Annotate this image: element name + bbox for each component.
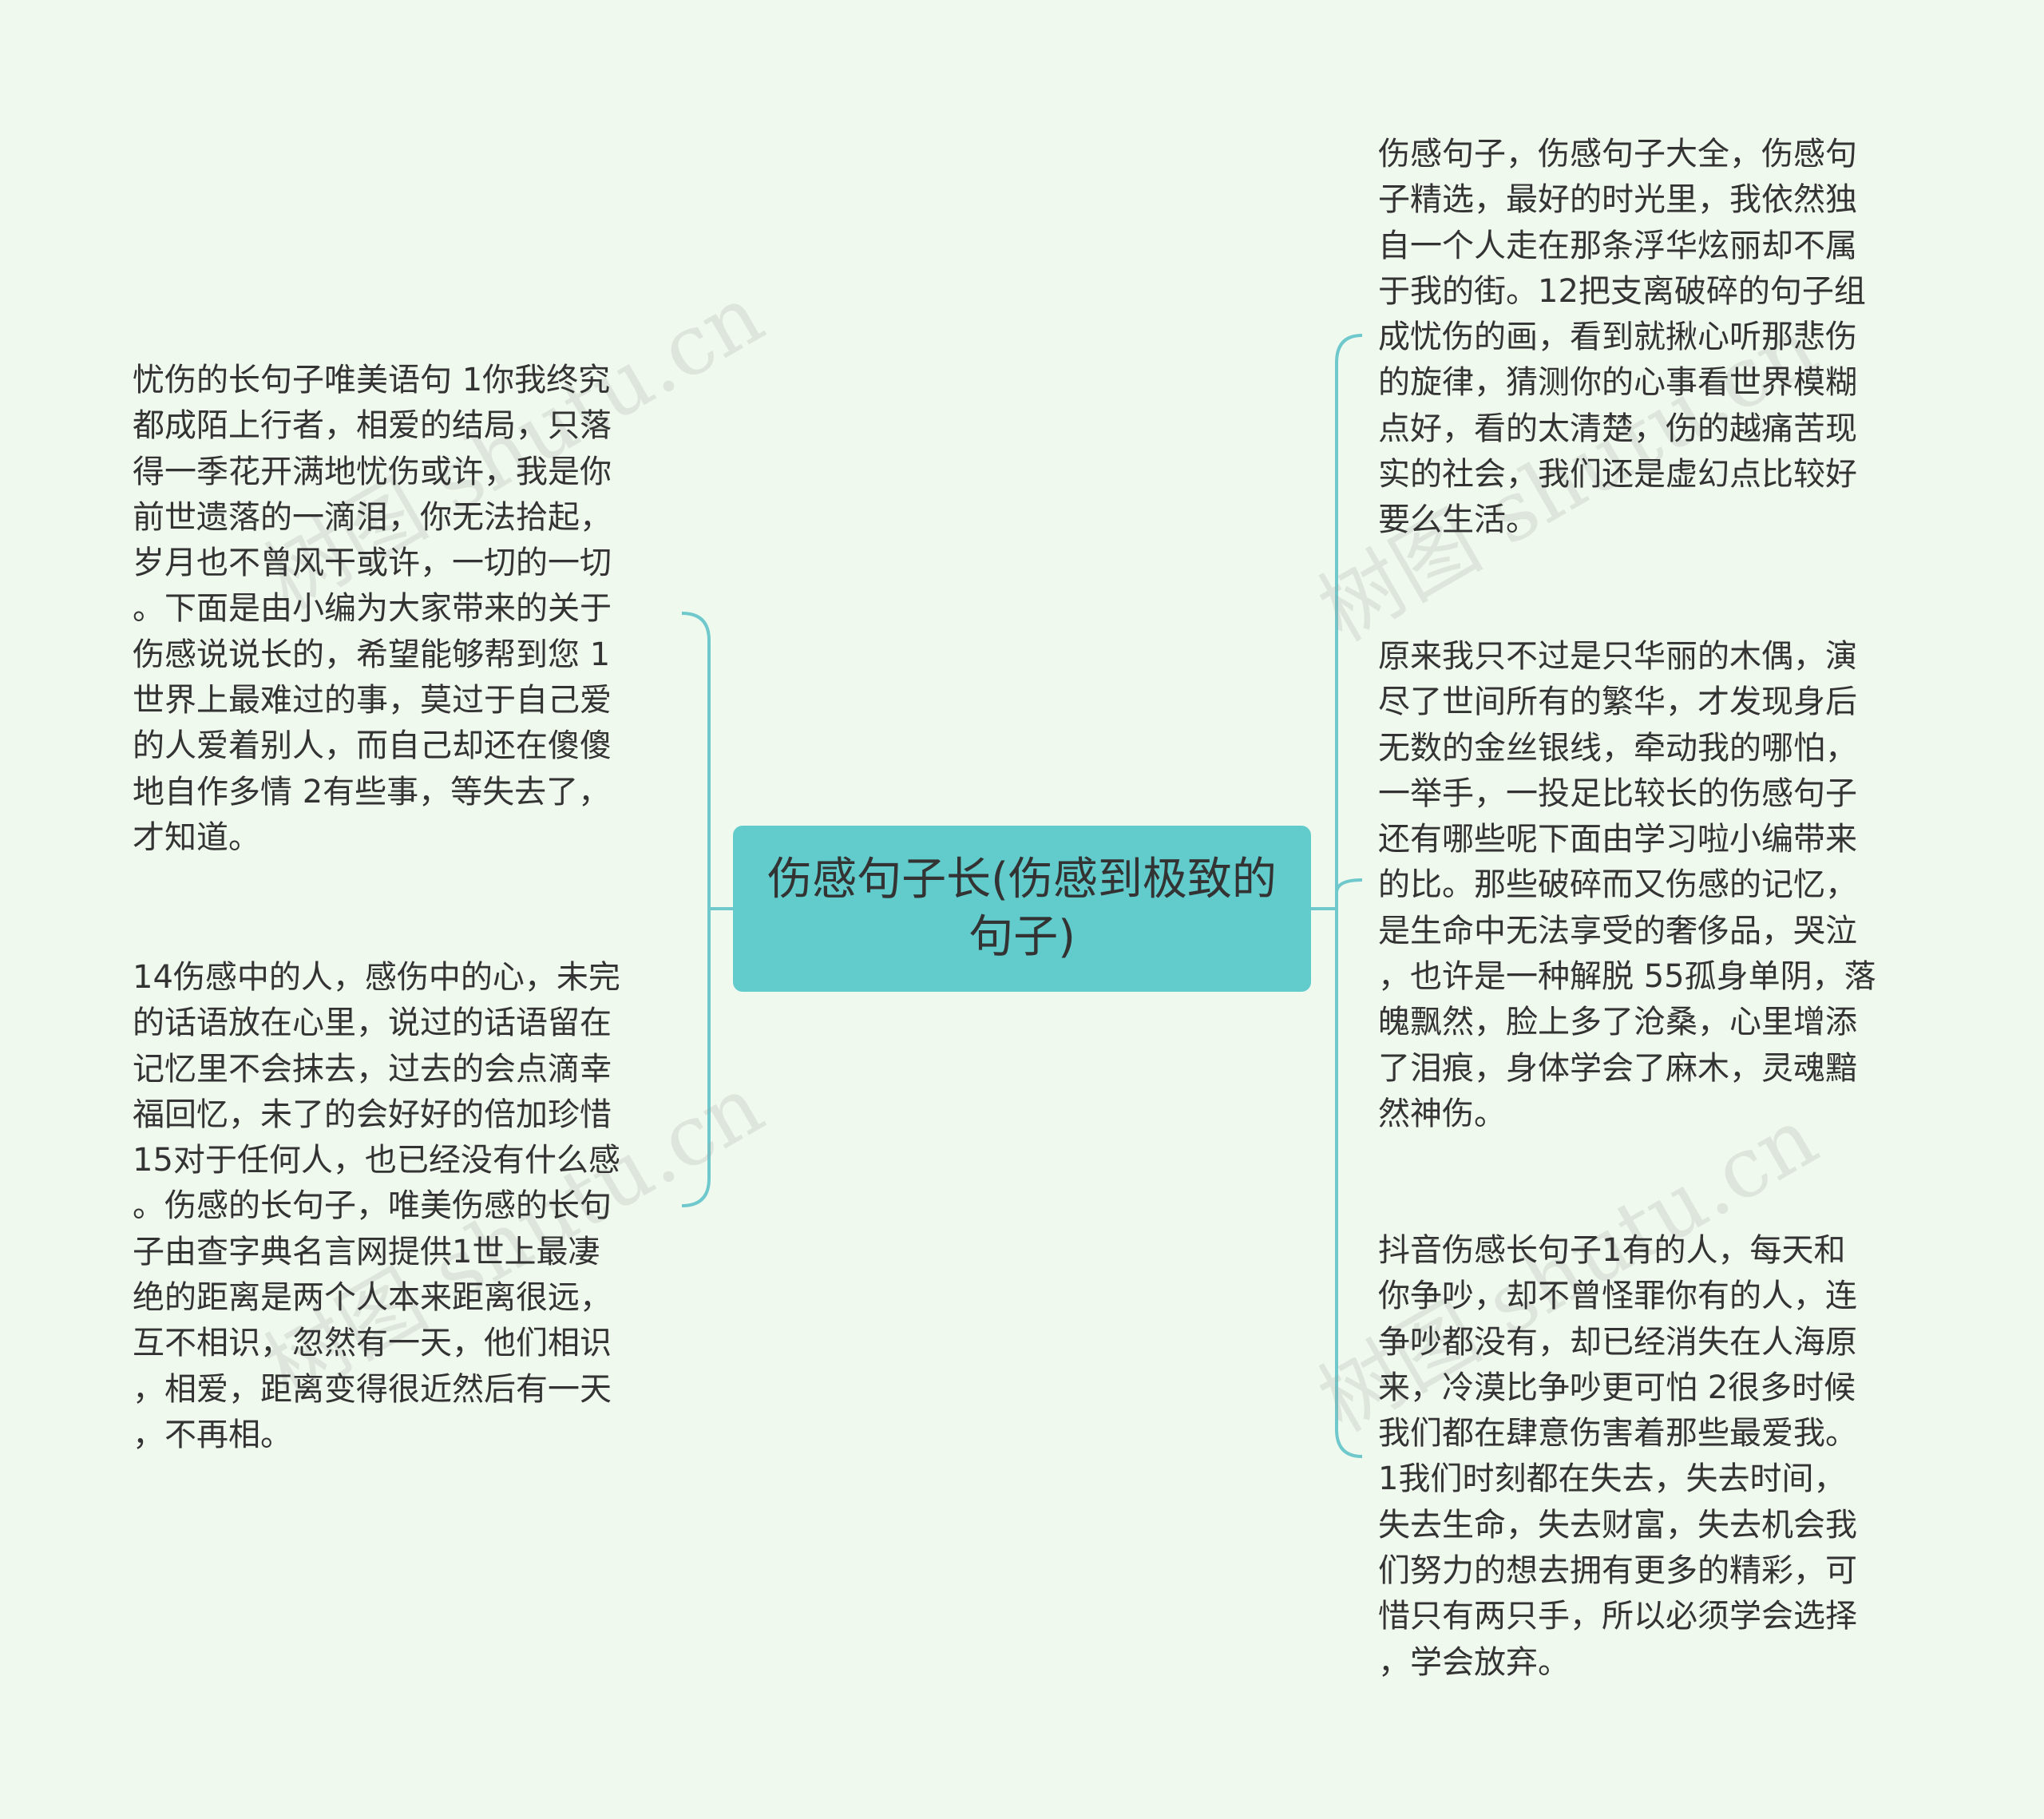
connector-right-bracket bbox=[1335, 334, 1363, 1458]
left-branch-2[interactable]: 14伤感中的人，感伤中的心，未完 的话语放在心里，说过的话语留在 记忆里不会抹去… bbox=[133, 959, 620, 1453]
right-branch-2[interactable]: 原来我只不过是只华丽的木偶，演 尽了世间所有的繁华，才发现身后 无数的金丝银线，… bbox=[1378, 638, 1876, 1132]
left-branch-1[interactable]: 忧伤的长句子唯美语句 1你我终究 都成陌上行者，相爱的结局，只落 得一季花开满地… bbox=[133, 362, 612, 856]
connector-right-middle bbox=[1335, 878, 1363, 894]
central-topic[interactable]: 伤感句子长(伤感到极致的句子) bbox=[733, 826, 1311, 992]
right-branch-1[interactable]: 伤感句子，伤感句子大全，伤感句 子精选，最好的时光里，我依然独 自一个人走在那条… bbox=[1378, 136, 1866, 539]
connector-left-bracket bbox=[681, 612, 711, 1207]
right-branch-3[interactable]: 抖音伤感长句子1有的人，每天和 你争吵，却不曾怪罪你有的人，连 争吵都没有，却已… bbox=[1378, 1232, 1857, 1681]
